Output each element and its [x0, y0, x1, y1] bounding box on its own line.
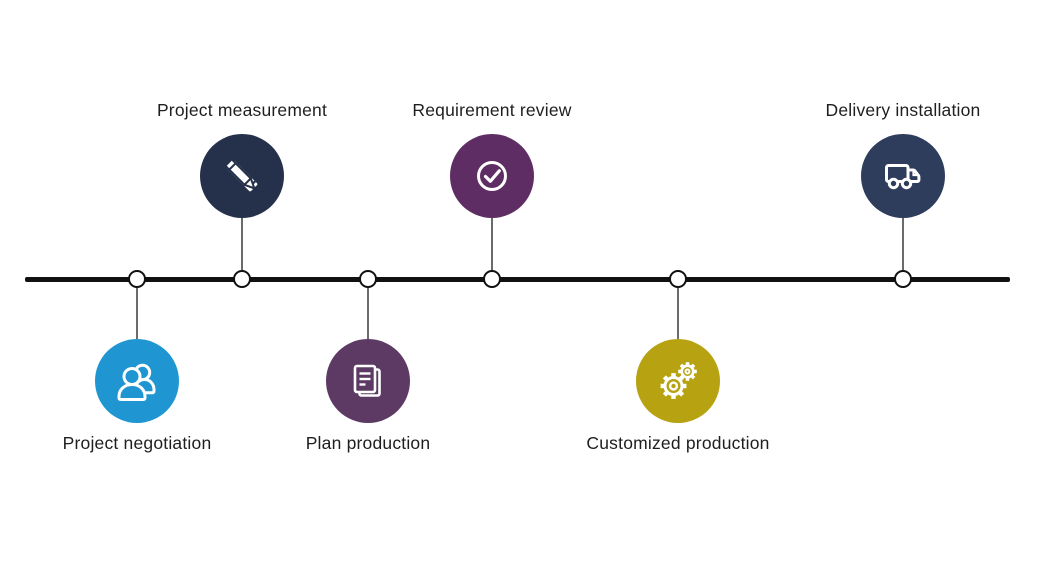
ruler-pencil-icon: [218, 152, 266, 200]
timeline-node: [359, 270, 377, 288]
truck-icon: [879, 152, 927, 200]
timeline-node: [894, 270, 912, 288]
step-icon-circle: [326, 339, 410, 423]
timeline-node: [483, 270, 501, 288]
step-label: Customized production: [586, 433, 770, 453]
timeline-node: [669, 270, 687, 288]
step-icon-circle: [450, 134, 534, 218]
connector-line: [136, 288, 138, 339]
step-label: Delivery installation: [825, 100, 981, 120]
step-label: Project negotiation: [62, 433, 212, 453]
step-label: Project measurement: [156, 100, 328, 120]
step-icon-circle: [861, 134, 945, 218]
step-label: Requirement review: [412, 100, 572, 120]
documents-icon: [344, 357, 392, 405]
connector-line: [367, 288, 369, 339]
timeline-node: [233, 270, 251, 288]
timeline-node: [128, 270, 146, 288]
timeline-line: [25, 276, 1010, 282]
step-label: Plan production: [305, 433, 431, 453]
people-icon: [113, 357, 161, 405]
gears-icon: [654, 357, 702, 405]
step-icon-circle: [636, 339, 720, 423]
step-icon-circle: [200, 134, 284, 218]
connector-line: [902, 218, 904, 270]
connector-line: [677, 288, 679, 339]
step-icon-circle: [95, 339, 179, 423]
check-circle-icon: [468, 152, 516, 200]
connector-line: [241, 218, 243, 270]
connector-line: [491, 218, 493, 270]
